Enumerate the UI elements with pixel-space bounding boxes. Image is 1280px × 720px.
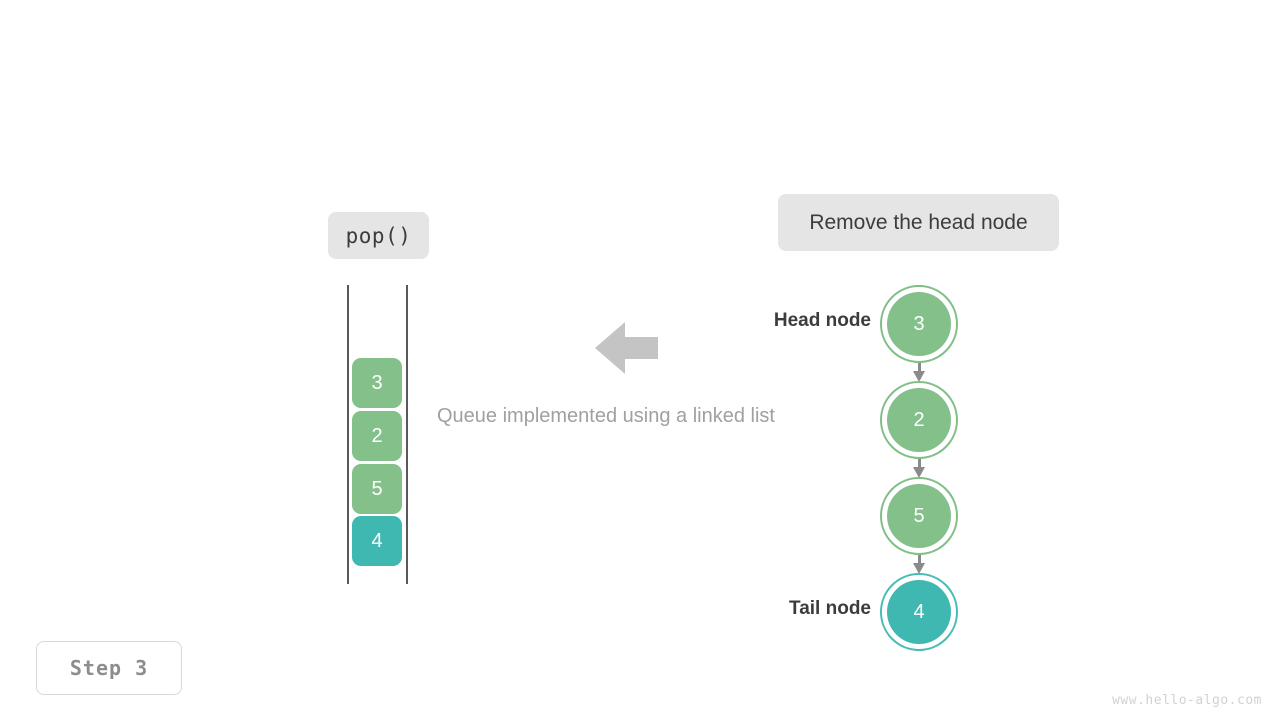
diagram-caption: Queue implemented using a linked list	[437, 405, 775, 427]
node-ring	[880, 477, 958, 555]
left-block-arrow-icon	[595, 320, 659, 381]
queue-box: 2	[352, 411, 402, 461]
node-ring	[880, 381, 958, 459]
list-node: 2	[880, 381, 958, 459]
node-connector-arrow	[913, 459, 925, 478]
queue-rail-right	[406, 285, 408, 584]
node-value: 5	[887, 484, 951, 548]
queue-box: 3	[352, 358, 402, 408]
operation-label-pop: pop()	[328, 212, 429, 259]
list-node: 5	[880, 477, 958, 555]
node-connector-arrow	[913, 555, 925, 574]
node-ring	[880, 285, 958, 363]
queue-box: 4	[352, 516, 402, 566]
node-value: 4	[887, 580, 951, 644]
linked-list-container: 3 2 5 4	[880, 285, 960, 651]
head-node-label: Head node	[773, 310, 871, 331]
queue-container: 3 2 5 4	[347, 285, 408, 584]
tail-node-label: Tail node	[789, 598, 871, 619]
operation-description: Remove the head node	[778, 194, 1059, 251]
step-badge: Step 3	[36, 641, 182, 695]
list-node: 4	[880, 573, 958, 651]
node-value: 2	[887, 388, 951, 452]
list-node: 3	[880, 285, 958, 363]
node-ring	[880, 573, 958, 651]
queue-box: 5	[352, 464, 402, 514]
node-connector-arrow	[913, 363, 925, 382]
node-value: 3	[887, 292, 951, 356]
queue-rail-left	[347, 285, 349, 584]
watermark: www.hello-algo.com	[1112, 693, 1262, 708]
